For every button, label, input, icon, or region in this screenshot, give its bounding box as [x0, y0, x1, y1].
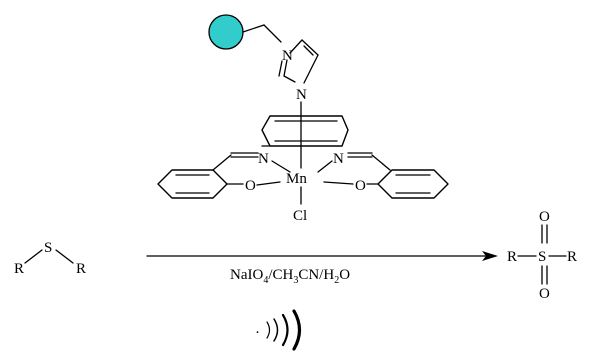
reactant-r-left: R [14, 261, 24, 277]
imidazole-ring [278, 39, 319, 84]
catalyst-structure: N N N N O O [157, 14, 449, 224]
linker-bond [242, 24, 265, 33]
ultrasound-waves-icon: · [255, 309, 302, 351]
product-o-top: O [539, 209, 550, 225]
product-r-right: R [567, 249, 577, 265]
reactant-r-right: R [76, 261, 86, 277]
left-phenol-ring [157, 169, 228, 199]
left-phenoxide-o-label: O [245, 178, 256, 194]
product-r-left: R [507, 249, 517, 265]
linker-bond [263, 24, 282, 43]
support-bead [208, 14, 244, 50]
reaction-arrow [146, 251, 498, 261]
chloride-label: Cl [293, 208, 307, 224]
imidazole-n1-label: N [282, 48, 293, 64]
arrow-head [482, 251, 498, 261]
product-sulfone: O R S R O [507, 209, 577, 302]
right-imine-n-label: N [333, 151, 344, 167]
product-s-label: S [538, 249, 546, 265]
product-o-bottom: O [539, 286, 550, 302]
right-phenol-ring [377, 169, 449, 199]
right-phenoxide-o-label: O [355, 178, 366, 194]
reaction-conditions: NaIO4/CH3CN/H2O [230, 267, 350, 286]
reactant-s-label: S [44, 240, 52, 256]
imidazole-n2-label: N [296, 87, 307, 103]
reactant-sulfide: R S R [14, 240, 86, 277]
ultrasound-dot: · [255, 325, 260, 341]
left-imine-n-label: N [258, 151, 269, 167]
manganese-label: Mn [286, 171, 307, 187]
